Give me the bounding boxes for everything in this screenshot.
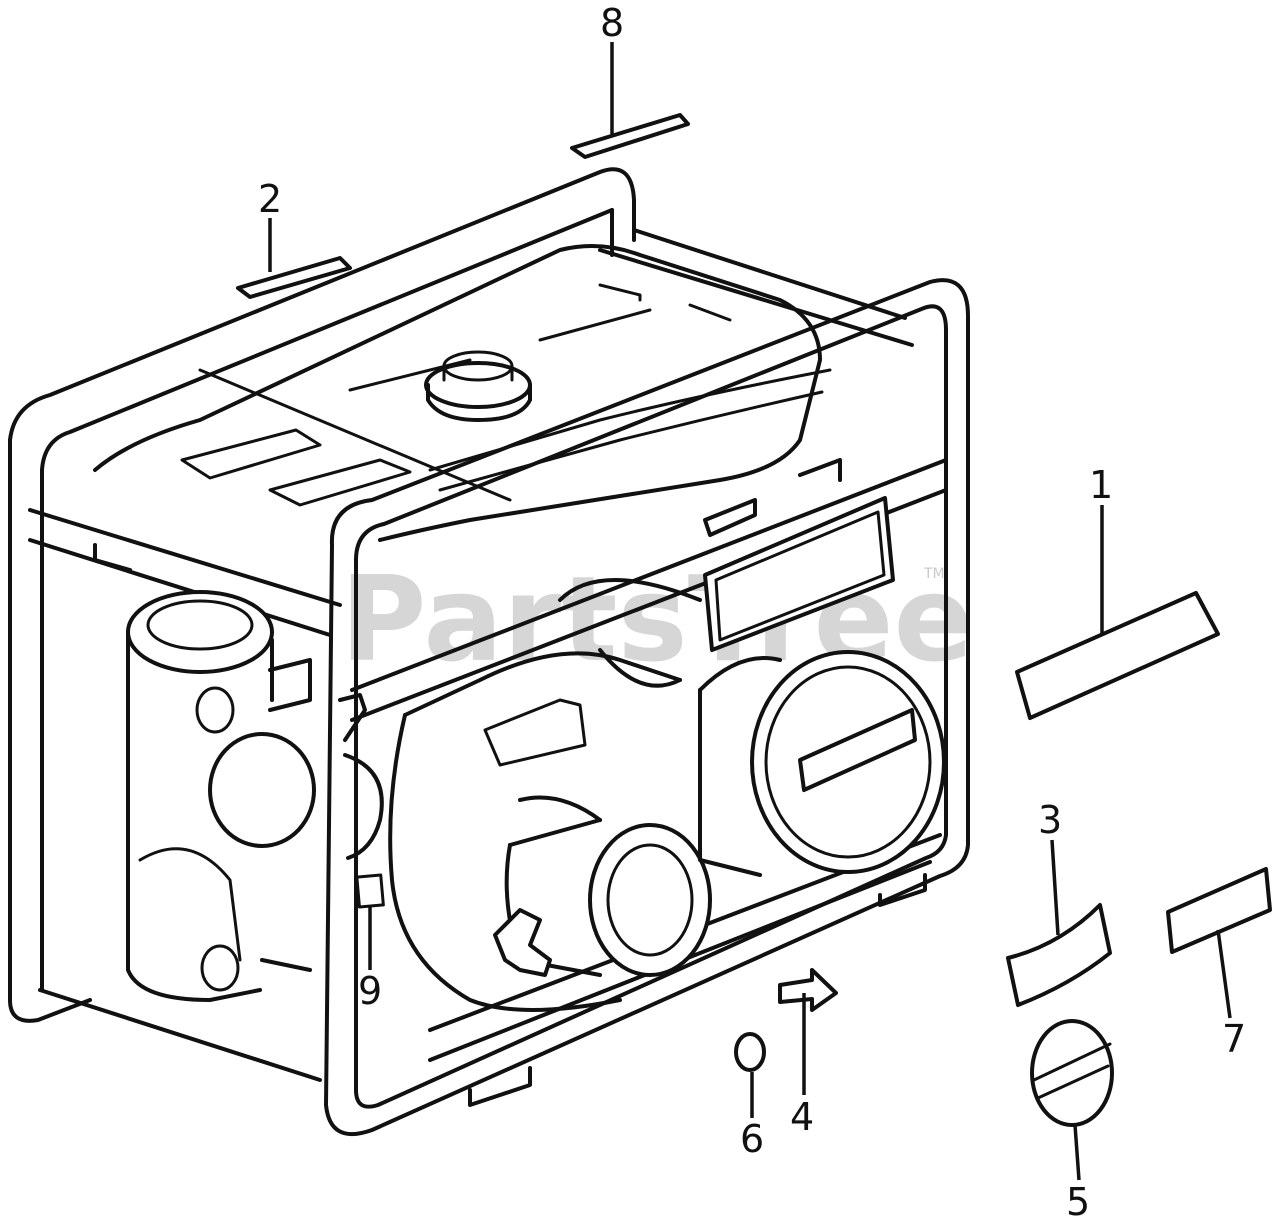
part-9-tag	[355, 873, 385, 909]
hook-detail	[338, 693, 367, 742]
fuel-cap	[424, 350, 532, 422]
decal-4-arrow	[778, 968, 838, 1012]
decal-8	[570, 113, 690, 159]
callout-8: 8	[600, 1, 624, 45]
pump-housing	[388, 578, 712, 1012]
decal-3	[1006, 903, 1112, 1007]
callout-5: 5	[1066, 1180, 1090, 1224]
callout-9: 9	[358, 969, 382, 1013]
fuel-tank	[93, 244, 832, 542]
callout-6: 6	[740, 1117, 764, 1161]
control-panel	[703, 458, 895, 652]
decal-2	[236, 256, 352, 299]
callout-2: 2	[258, 177, 282, 221]
leader-5	[1073, 1124, 1081, 1181]
leader-3	[1050, 839, 1060, 936]
watermark-trademark: TM	[923, 566, 945, 582]
air-cleaner	[126, 590, 384, 1002]
decal-7	[1166, 867, 1272, 954]
decal-1	[1015, 591, 1220, 720]
leader-7	[1216, 929, 1232, 1019]
callout-3: 3	[1038, 798, 1062, 842]
callout-7: 7	[1222, 1017, 1246, 1061]
callout-1: 1	[1089, 463, 1113, 507]
recoil-starter	[698, 650, 946, 877]
decal-5	[1030, 1019, 1114, 1127]
decal-6	[734, 1032, 766, 1072]
callout-4: 4	[790, 1095, 814, 1139]
